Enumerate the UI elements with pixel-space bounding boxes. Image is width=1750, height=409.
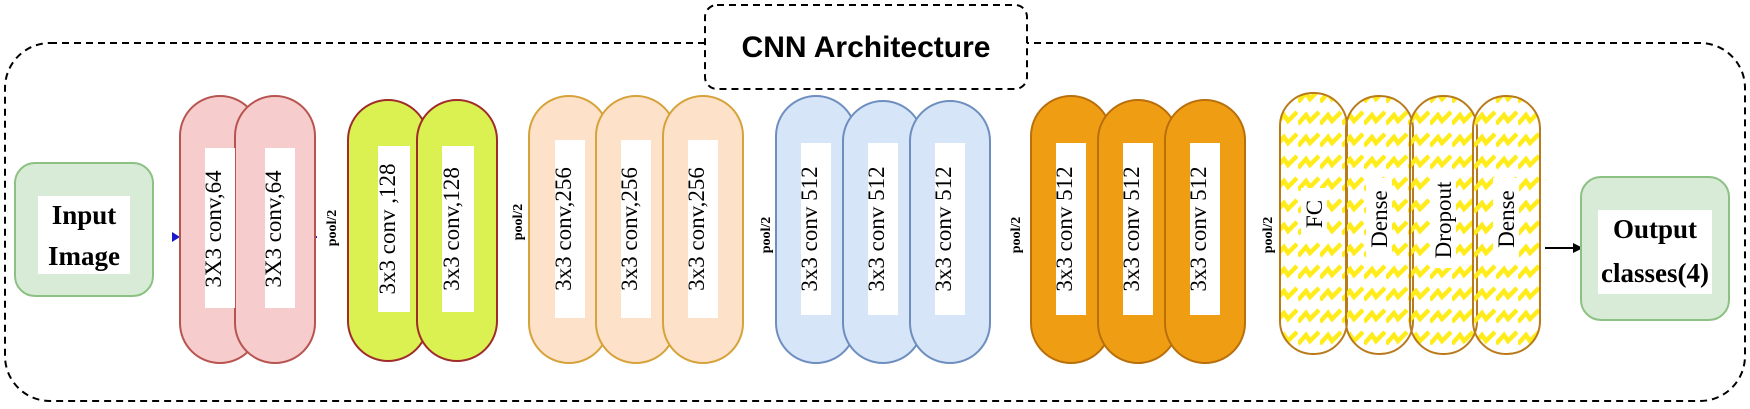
dense-block: FC Dense Dropout Dense — [1279, 92, 1541, 355]
input-label-line1: Input — [52, 200, 117, 230]
input-label-line2: Image — [48, 241, 120, 271]
conv-layer-label: 3X3 conv,64 — [261, 170, 286, 288]
pool-label-5: pool/2 — [1261, 217, 1276, 254]
layer-label-bg — [378, 146, 410, 312]
conv-layer-label: 3x3 conv ,128 — [375, 164, 400, 295]
layer-label-bg — [1056, 143, 1086, 315]
architecture-frame — [4, 42, 1746, 402]
conv-layer-label: 3x3 conv 512 — [1186, 166, 1211, 291]
conv-layer-label: 3x3 conv 512 — [864, 166, 889, 291]
layer-label-bg — [1190, 143, 1220, 315]
output-label-bg — [1598, 210, 1712, 294]
pool-label-1: pool/2 — [325, 210, 340, 247]
input-arrow-head — [172, 232, 180, 242]
conv-block-4: 3x3 conv 512 3x3 conv 512 3x3 conv 512 — [775, 95, 991, 364]
output-arrow-head — [1573, 243, 1583, 253]
pool-labels: pool/2 pool/2 pool/2 pool/2 pool/2 — [317, 199, 1276, 257]
layer-label-bg — [688, 140, 718, 318]
layer-label-bg — [265, 148, 295, 308]
output-label-line2: classes(4) — [1601, 258, 1709, 288]
layer-label-bg — [1430, 172, 1456, 268]
title-box — [704, 4, 1028, 90]
output-label-line1: Output — [1613, 214, 1697, 244]
conv-block-5: 3x3 conv 512 3x3 conv 512 3x3 conv 512 — [1030, 95, 1246, 364]
conv-block-2: 3x3 conv ,128 3x3 conv,128 — [347, 99, 498, 362]
conv-layer-label: 3x3 conv,128 — [439, 167, 464, 291]
conv-layer-label: 3x3 conv,256 — [551, 167, 576, 291]
layer-label-bg — [935, 143, 965, 315]
pool-label-2: pool/2 — [511, 204, 526, 241]
conv-layer-label: 3x3 conv 512 — [797, 166, 822, 291]
pool-label-3: pool/2 — [759, 217, 774, 254]
dense-layer-label: Dropout — [1431, 181, 1456, 258]
dense-layer-label: Dense — [1367, 190, 1392, 247]
layer-label-bg — [621, 140, 651, 318]
title: CNN Architecture — [742, 31, 991, 64]
layer-label-bg — [801, 143, 831, 315]
conv-layer-label: 3x3 conv,256 — [617, 167, 642, 291]
input-label-bg — [38, 196, 130, 274]
layer-label-bg — [1493, 178, 1519, 260]
conv-layer-label: 3x3 conv 512 — [1119, 166, 1144, 291]
layer-label-bg — [205, 148, 235, 308]
layer-label-bg — [1301, 188, 1327, 240]
layer-label-bg — [1123, 143, 1153, 315]
pool-label-bg-1 — [317, 199, 345, 257]
dense-layer-label: FC — [1302, 200, 1327, 228]
layer-label-bg — [555, 140, 585, 318]
conv-block-3: 3x3 conv,256 3x3 conv,256 3x3 conv,256 — [528, 95, 744, 364]
layer-label-bg — [868, 143, 898, 315]
layer-label-bg — [1366, 178, 1392, 260]
conv-layer-label: 3x3 conv,256 — [684, 167, 709, 291]
pool-label-4: pool/2 — [1009, 217, 1024, 254]
conv-block-1: 3X3 conv,64 3X3 conv,64 — [179, 95, 316, 364]
conv-layer-label: 3X3 conv,64 — [201, 170, 226, 288]
conv-layer-label: 3x3 conv 512 — [931, 166, 956, 291]
layer-label-bg — [442, 146, 474, 312]
dense-layer-label: Dense — [1494, 190, 1519, 247]
conv-layer-label: 3x3 conv 512 — [1052, 166, 1077, 291]
